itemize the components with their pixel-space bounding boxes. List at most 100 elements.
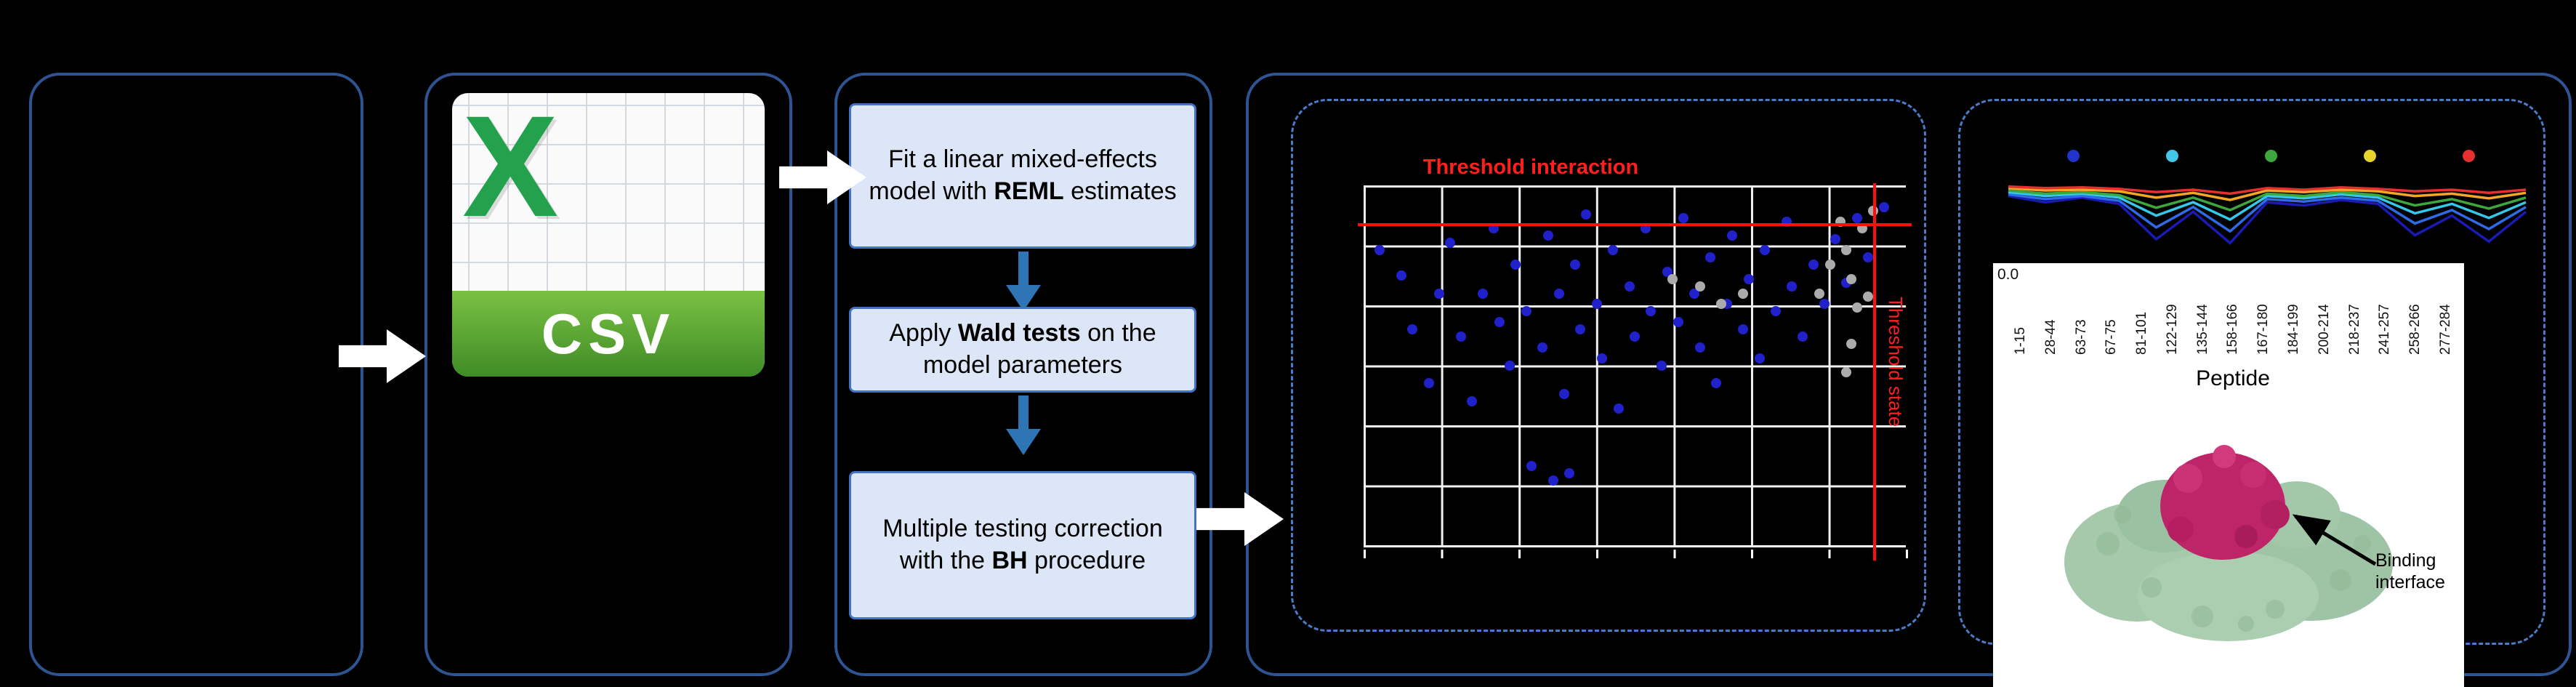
step-text-pre: Apply <box>889 319 958 347</box>
step-text-bold: Wald tests <box>957 319 1081 347</box>
timepoint-dot-icon <box>2463 150 2475 162</box>
peptide-tick-label: 258-266 <box>2407 304 2423 355</box>
scatter-point <box>1445 238 1456 249</box>
uptake-line-s6 <box>2008 185 2527 196</box>
down-arrow-shaft <box>1018 395 1029 429</box>
scatter-point <box>1851 212 1862 223</box>
step-text-pre: Fit a linear mixed-effects model with <box>869 145 1157 205</box>
peptide-tick-label: 67-75 <box>2104 319 2120 355</box>
scatter-point <box>1667 273 1678 284</box>
down-arrow-icon <box>1006 395 1041 455</box>
scatter-point <box>1564 468 1575 478</box>
scatter-point <box>1434 288 1445 299</box>
peptide-tick-label: 241-257 <box>2377 304 2393 355</box>
scatter-point <box>1553 288 1564 299</box>
scatter-point <box>1830 234 1841 245</box>
scatter-point <box>1824 259 1835 270</box>
scatter-point <box>1743 273 1754 284</box>
timepoint-dot-icon <box>2067 150 2080 162</box>
scatter-point <box>1657 360 1667 371</box>
x-axis-label: Peptide <box>2196 366 2270 390</box>
scatter-result-panel <box>1291 99 1926 632</box>
scatter-point <box>1798 331 1808 342</box>
scatter-point <box>1840 367 1851 378</box>
scatter-point <box>1396 270 1407 281</box>
uptake-line-s4 <box>2008 189 2527 212</box>
scatter-point <box>1738 324 1749 334</box>
threshold-interaction-line <box>1358 222 1912 226</box>
scatter-point <box>1716 299 1727 310</box>
scatter-point <box>1423 378 1434 389</box>
scatter-point <box>1678 212 1689 223</box>
scatter-point <box>1559 389 1570 400</box>
step-text-post: on the model parameters <box>922 319 1156 379</box>
scatter-point <box>1879 201 1890 212</box>
scatter-point <box>1754 353 1765 363</box>
scatter-point <box>1694 342 1705 353</box>
uptake-line-s5 <box>2008 187 2527 201</box>
step-text-bold: REML <box>994 177 1064 205</box>
scatter-point <box>1787 281 1798 292</box>
step-bh-text: Multiple testing correction with the BH … <box>860 513 1186 576</box>
timepoint-dot-icon <box>2265 150 2277 162</box>
scatter-point <box>1646 306 1657 317</box>
peptide-tick-label: 122-129 <box>2164 304 2180 355</box>
scatter-point <box>1467 396 1478 406</box>
scatter-point <box>1374 245 1385 256</box>
scatter-point <box>1624 281 1635 292</box>
scatter-point <box>1510 259 1521 270</box>
peptide-tick-label: 158-166 <box>2225 304 2241 355</box>
step-reml-text: Fit a linear mixed-effects model with RE… <box>860 144 1186 207</box>
scatter-point <box>1542 230 1553 241</box>
peptide-tick-label: 184-199 <box>2286 304 2302 355</box>
scatter-point <box>1727 230 1738 241</box>
uptake-line-s2 <box>2008 193 2527 233</box>
scatter-point <box>1851 302 1862 313</box>
step-text-bold: BH <box>991 547 1028 574</box>
threshold-state-line <box>1873 183 1877 561</box>
scatter-point <box>1862 292 1873 302</box>
csv-ribbon: CSV <box>452 291 765 377</box>
threshold-scatter-plot <box>1358 183 1912 561</box>
scatter-point <box>1478 288 1489 299</box>
stage-box-csv: X CSV <box>424 73 792 676</box>
down-arrow-shaft <box>1018 252 1029 285</box>
scatter-point <box>1537 342 1548 353</box>
step-wald-tests: Apply Wald tests on the model parameters <box>849 307 1196 393</box>
uptake-line-chart <box>2008 185 2527 245</box>
y-axis-tick: 0.0 <box>1997 266 2019 283</box>
scatter-point <box>1770 306 1781 317</box>
step-text-post: procedure <box>1027 547 1146 574</box>
scatter-point <box>1456 331 1467 342</box>
peptide-tick-label: 218-237 <box>2346 304 2362 355</box>
scatter-point <box>1738 288 1749 299</box>
scatter-point <box>1608 245 1619 256</box>
scatter-point <box>1591 299 1602 310</box>
step-reml-model: Fit a linear mixed-effects model with RE… <box>849 103 1196 249</box>
protein-structure <box>2064 445 2393 641</box>
step-text-post: estimates <box>1063 177 1177 205</box>
csv-label: CSV <box>541 301 676 366</box>
peptide-tick-label: 167-180 <box>2255 304 2271 355</box>
binding-site-magenta <box>2160 445 2290 560</box>
peptide-tick-label: 1-15 <box>2013 326 2028 355</box>
timepoint-dot-icon <box>2166 150 2178 162</box>
down-arrow-head <box>1006 429 1041 455</box>
results-container <box>1246 73 2572 676</box>
scatter-point <box>1673 317 1683 328</box>
stage-box-model-steps: Fit a linear mixed-effects model with RE… <box>834 73 1212 676</box>
scatter-point <box>1526 461 1537 472</box>
peptide-tick-label: 135-144 <box>2194 304 2210 355</box>
threshold-state-label: Threshold state <box>1885 297 1907 427</box>
scatter-point <box>1862 252 1873 262</box>
peptide-tick-label: 277-284 <box>2437 304 2453 355</box>
uptake-line-s3 <box>2008 190 2527 221</box>
excel-x-logo: X <box>462 93 559 246</box>
scatter-point <box>1407 324 1418 334</box>
peptide-tick-label: 63-73 <box>2073 319 2089 355</box>
scatter-point <box>1548 475 1559 486</box>
step-text-pre: Multiple testing correction with the <box>882 515 1163 574</box>
